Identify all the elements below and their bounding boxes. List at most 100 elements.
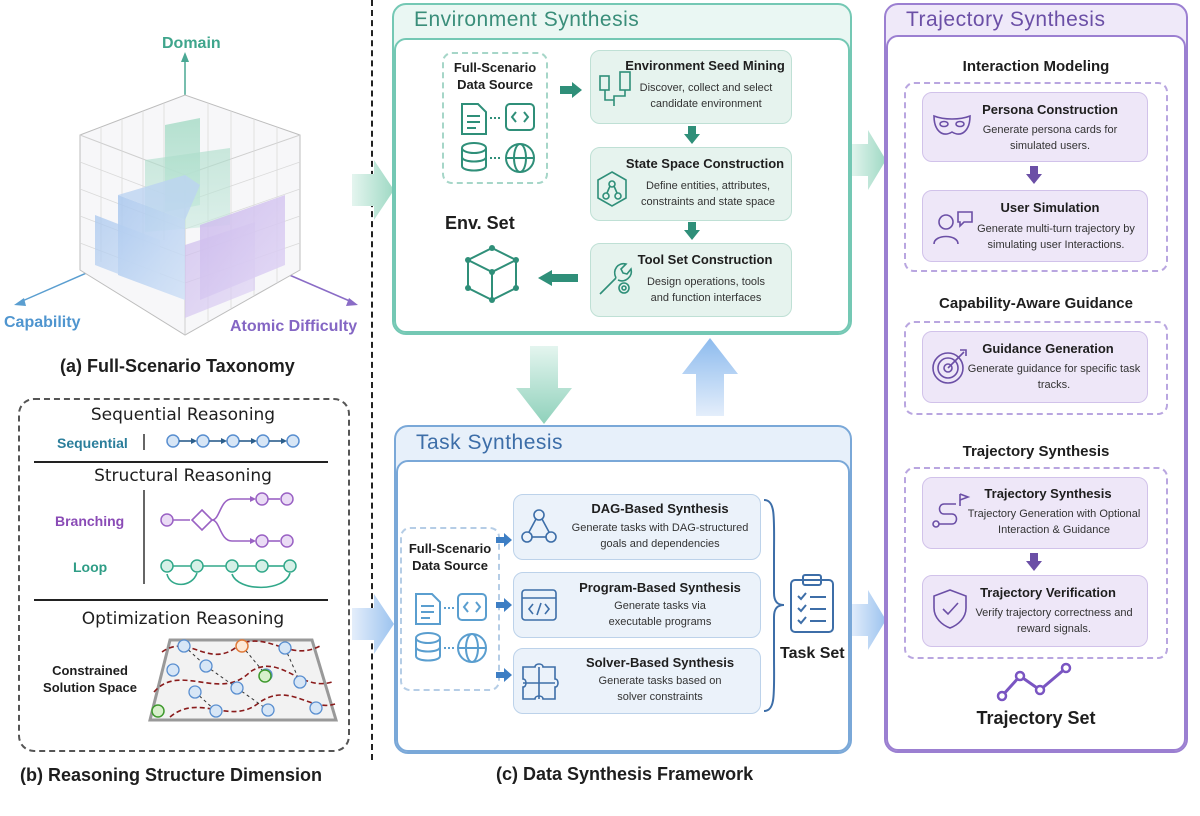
- seed-mining-desc: Discover, collect and select candidate e…: [626, 80, 786, 112]
- arrow-env-to-task: [516, 346, 572, 424]
- persona-desc: Generate persona cards for simulated use…: [960, 122, 1140, 154]
- env-set-label: Env. Set: [445, 213, 515, 233]
- env-source-label: Full-Scenario Data Source: [442, 59, 548, 93]
- tool-set-desc-1: Design operations, tools: [646, 276, 765, 288]
- user-sim-desc: Generate multi-turn trajectory by simula…: [966, 221, 1146, 253]
- traj-verify-card: [922, 575, 1148, 647]
- task-source-label: Full-Scenario Data Source: [400, 540, 500, 574]
- axis-domain-label: Domain: [162, 35, 221, 52]
- mask-icon: [933, 114, 971, 135]
- taxonomy-caption: (a) Full-Scenario Taxonomy: [60, 356, 295, 376]
- seed-to-state-arrow: [684, 126, 700, 144]
- guidance-desc-2: tracks.: [1037, 379, 1071, 391]
- traj-verify-title: Trajectory Verification: [980, 585, 1116, 600]
- task-source-box: [400, 527, 500, 691]
- traj-set-label: Trajectory Set: [976, 708, 1096, 728]
- env-source-line-2: Data Source: [457, 77, 533, 92]
- solution-space-diagram: [148, 638, 339, 722]
- interaction-box: [904, 82, 1168, 272]
- taxonomy-cube: [14, 52, 358, 336]
- task-set-label: Task Set: [780, 645, 845, 662]
- axis-difficulty-label: Atomic Difficulty: [230, 318, 358, 335]
- arrow-task-to-traj: [850, 590, 886, 650]
- optimization-title: Optimization Reasoning: [81, 609, 285, 629]
- divider-2: [34, 599, 328, 601]
- state-space-desc-1: Define entities, attributes,: [645, 180, 771, 192]
- dag-desc-2: goals and dependencies: [600, 538, 720, 550]
- constrained-label: Constrained Solution Space: [30, 662, 150, 696]
- puzzle-icon: [522, 663, 559, 700]
- interaction-heading: Interaction Modeling: [962, 58, 1110, 75]
- traj-title: Trajectory Synthesis: [906, 8, 1106, 31]
- task-title: Task Synthesis: [416, 431, 564, 454]
- seed-mining-desc-1: Discover, collect and select: [639, 82, 773, 94]
- dag-title: DAG-Based Synthesis: [591, 501, 729, 516]
- traj-verify-desc-2: reward signals.: [1017, 623, 1091, 635]
- arrow-to-env: [352, 160, 394, 220]
- program-card: [513, 572, 761, 638]
- persona-desc-1: Generate persona cards for: [982, 124, 1118, 136]
- program-desc: Generate tasks via executable programs: [560, 598, 760, 630]
- guidance-title: Guidance Generation: [982, 341, 1114, 356]
- traj-gen-title: Trajectory Synthesis: [984, 486, 1112, 501]
- target-icon: [932, 349, 967, 384]
- arrow-task-to-env: [682, 338, 738, 416]
- guidance-heading: Capability-Aware Guidance: [939, 295, 1133, 312]
- structural-title: Structural Reasoning: [94, 466, 272, 486]
- user-sim-title: User Simulation: [1000, 200, 1100, 215]
- user-chat-icon: [933, 211, 973, 245]
- structural-diagram: [143, 490, 297, 589]
- program-desc-2: executable programs: [608, 616, 712, 628]
- state-space-desc-2: constraints and state space: [641, 196, 775, 208]
- traj-verify-desc-1: Verify trajectory correctness and: [975, 607, 1133, 619]
- task-source-line-1: Full-Scenario: [408, 541, 492, 556]
- persona-to-user-arrow: [1026, 166, 1042, 184]
- task-source-arrows: [496, 533, 512, 682]
- state-space-title: State Space Construction: [625, 156, 785, 171]
- reasoning-box: [18, 398, 350, 752]
- arrow-to-task: [352, 594, 394, 654]
- tool-set-desc: Design operations, tools and function in…: [626, 274, 786, 306]
- seed-mining-card: [590, 50, 792, 124]
- code-window-icon: [521, 589, 557, 621]
- guidance-box: [904, 321, 1168, 415]
- env-title: Environment Synthesis: [414, 8, 640, 31]
- arrow-env-to-traj: [850, 130, 886, 190]
- state-space-card: [590, 147, 792, 221]
- sequential-label: Sequential: [57, 435, 128, 451]
- section-separator: [371, 0, 373, 760]
- state-space-desc: Define entities, attributes, constraints…: [628, 178, 788, 210]
- traj-gen-card: [922, 477, 1148, 549]
- guidance-desc-1: Generate guidance for specific task: [967, 363, 1141, 375]
- axis-capability-label: Capability: [4, 314, 81, 331]
- dag-card: [513, 494, 761, 560]
- env-source-icons: [461, 103, 535, 173]
- wrench-gear-icon: [599, 262, 633, 295]
- path-flag-icon: [932, 493, 971, 528]
- guidance-card: [922, 331, 1148, 403]
- persona-desc-2: simulated users.: [1009, 140, 1091, 152]
- sequential-chain: [143, 434, 300, 450]
- task-source-icons: [415, 593, 487, 663]
- dag-desc: Generate tasks with DAG-structured goals…: [560, 520, 760, 552]
- seed-mining-desc-2: candidate environment: [650, 98, 762, 110]
- synthesis-box: [904, 467, 1168, 659]
- tool-set-desc-2: and function interfaces: [650, 292, 762, 304]
- divider-1: [34, 461, 328, 463]
- reasoning-caption: (b) Reasoning Structure Dimension: [20, 765, 323, 785]
- seed-mining-title: Environment Seed Mining: [625, 58, 785, 73]
- env-source-arrow: [560, 82, 582, 98]
- trajectory-line-icon: [996, 662, 1072, 702]
- sequential-title: Sequential Reasoning: [90, 405, 276, 425]
- task-source-line-2: Data Source: [412, 558, 488, 573]
- loop-label: Loop: [73, 559, 108, 575]
- traj-gen-desc: Trajectory Generation with Optional Inte…: [964, 506, 1144, 538]
- shield-check-icon: [933, 589, 967, 629]
- gen-to-verify-arrow: [1026, 553, 1042, 571]
- solver-desc-2: solver constraints: [617, 691, 703, 703]
- traj-verify-desc: Verify trajectory correctness and reward…: [964, 605, 1144, 637]
- dag-desc-1: Generate tasks with DAG-structured: [571, 522, 749, 534]
- guidance-desc: Generate guidance for specific task trac…: [964, 361, 1144, 393]
- constrained-label-line-2: Solution Space: [43, 680, 137, 695]
- program-desc-1: Generate tasks via: [614, 600, 706, 612]
